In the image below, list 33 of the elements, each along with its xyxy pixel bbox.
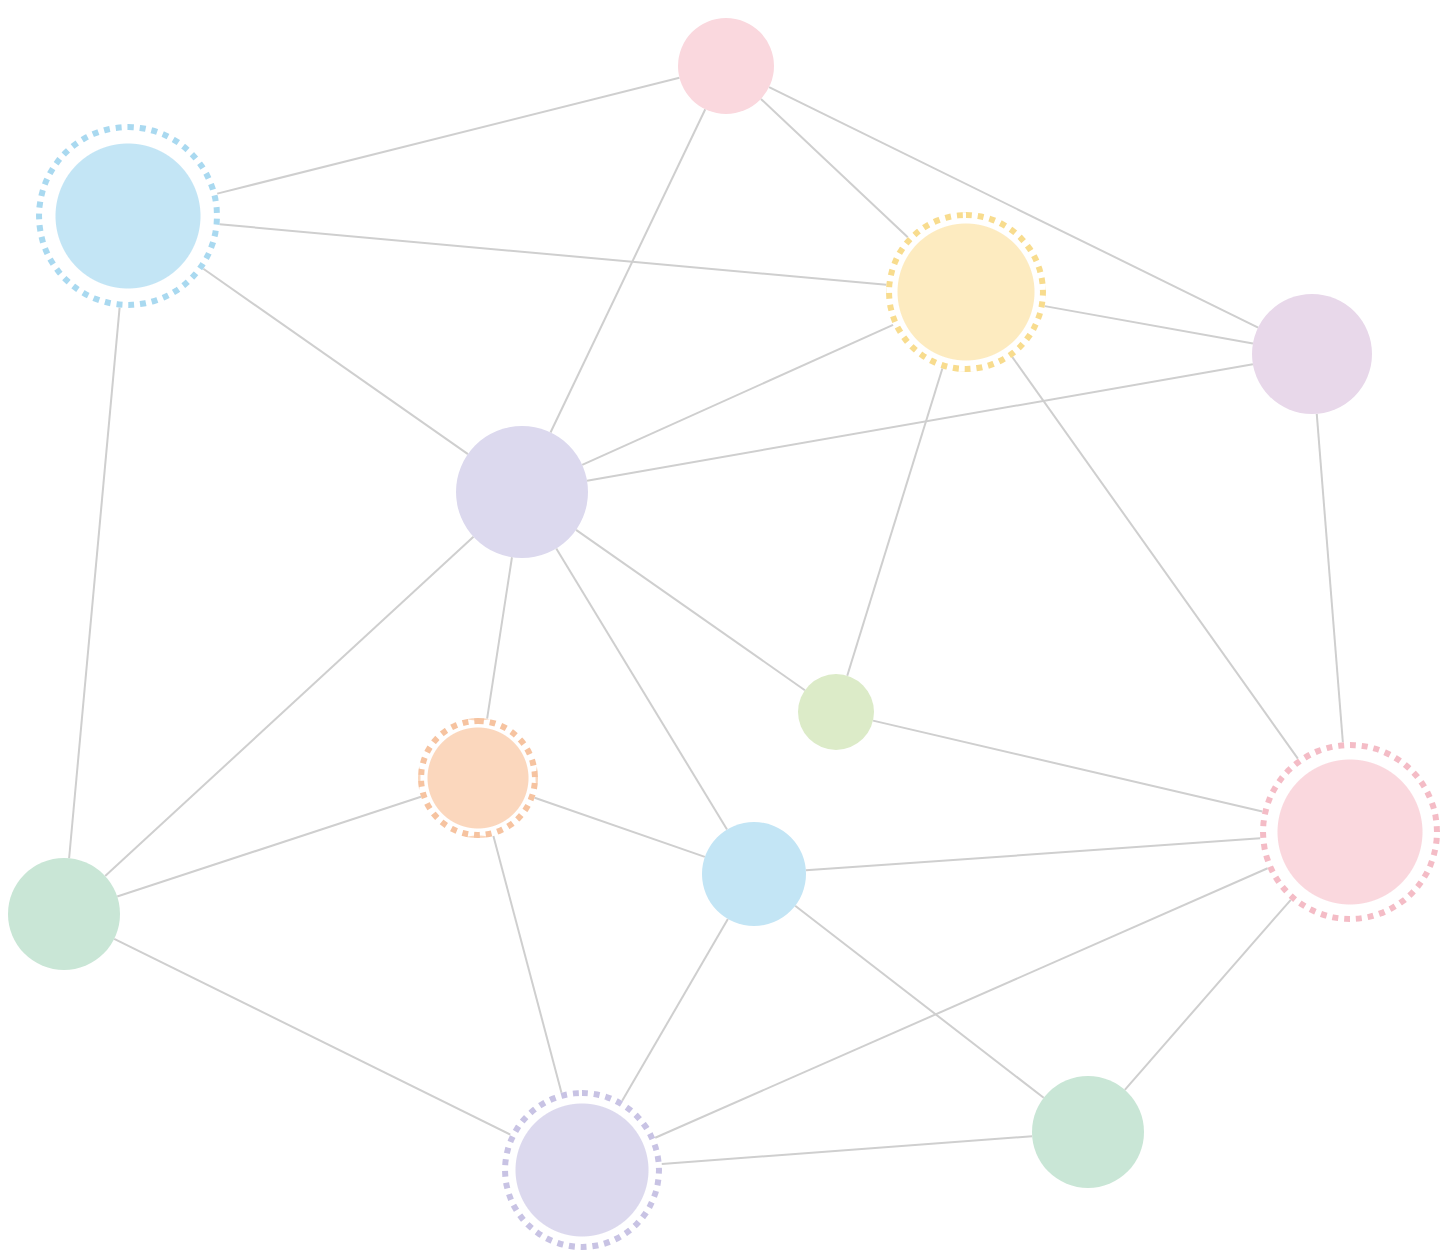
circle-node: [678, 18, 774, 114]
connector-line: [794, 904, 1045, 1099]
connector-line: [113, 937, 512, 1136]
circle-node: [798, 674, 874, 750]
connector-line: [104, 535, 475, 878]
connector-line: [872, 719, 1264, 813]
connector-line: [1043, 305, 1254, 345]
connector-line: [621, 917, 729, 1102]
connector-line: [533, 796, 706, 858]
connector-line: [575, 528, 806, 692]
connector-line: [768, 86, 1260, 329]
connector-line: [218, 223, 888, 286]
connector-line: [1011, 356, 1299, 760]
connector-line: [486, 556, 513, 720]
circle-node: [456, 426, 588, 558]
connector-line: [116, 795, 422, 898]
connector-line: [846, 367, 944, 677]
connector-line: [654, 867, 1269, 1139]
connector-line: [492, 835, 563, 1094]
connector-line: [202, 267, 469, 456]
connector-line: [586, 363, 1254, 482]
connector-line: [68, 306, 121, 860]
connector-line: [216, 76, 681, 195]
connector-line: [549, 108, 707, 434]
connector-line: [1123, 898, 1292, 1091]
circle-node: [1032, 1076, 1144, 1188]
connector-line: [581, 323, 895, 466]
connector-line: [804, 837, 1262, 872]
connector-line: [555, 547, 728, 831]
connector-line: [660, 1135, 1034, 1165]
connector-line: [1315, 412, 1344, 744]
circle-node: [702, 822, 806, 926]
connector-line: [759, 97, 909, 239]
